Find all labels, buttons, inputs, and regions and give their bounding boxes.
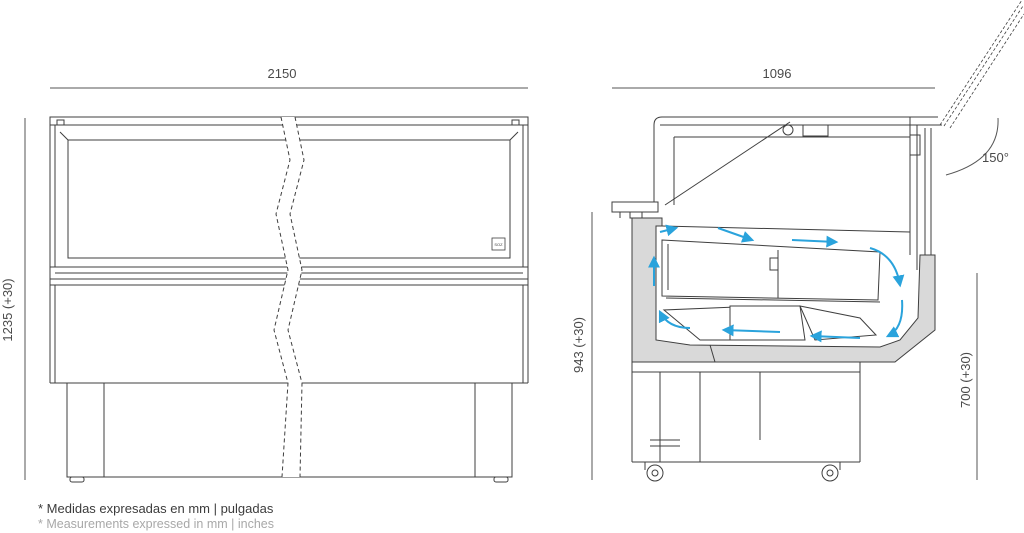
measurement-note-spanish: * Medidas expresadas en mm | pulgadas (38, 501, 274, 516)
measurement-note-english: * Measurements expressed in mm | inches (38, 517, 274, 531)
side-tank-height-label: 700 (+30) (958, 352, 973, 408)
lid-angle-label: 150° (982, 150, 1009, 165)
side-depth-label: 1096 (763, 66, 792, 81)
side-counter-height-label: 943 (+30) (571, 317, 586, 373)
front-height-label: 1235 (+30) (0, 278, 15, 341)
brand-badge (491, 237, 506, 251)
airflow-arrows (648, 224, 905, 343)
brand-badge-text: SOZ (494, 242, 503, 247)
side-view (591, 0, 1024, 482)
front-view (24, 87, 529, 483)
front-width-label: 2150 (268, 66, 297, 81)
